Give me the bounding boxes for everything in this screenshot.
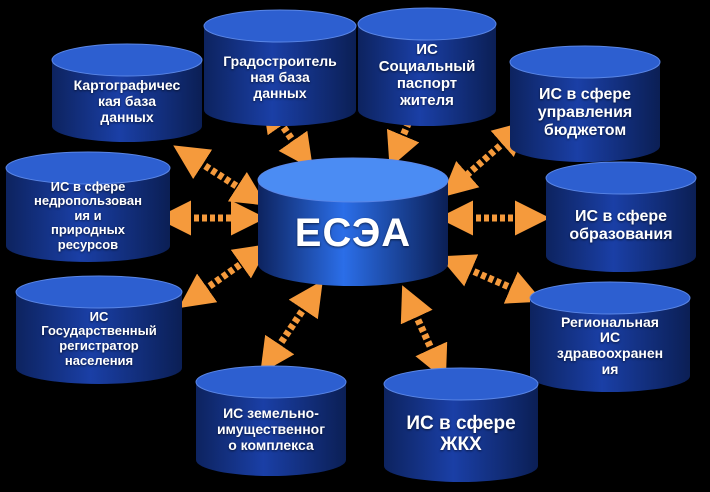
- connector-arrow-7: [178, 243, 270, 309]
- database-urban-planning: Градостроитель ная база данных: [203, 9, 357, 126]
- database-cartographic-label: Картографичес кая база данных: [73, 77, 181, 125]
- cylinder-shape: [357, 7, 497, 126]
- cylinder-shape: [51, 43, 203, 142]
- database-cartographic: Картографичес кая база данных: [51, 43, 203, 142]
- database-budget: ИС в сфере управления бюджетом: [509, 45, 661, 162]
- cylinder-shape: [195, 365, 347, 476]
- cylinder-shape: [529, 281, 691, 392]
- connector-arrow-1: [173, 145, 267, 206]
- database-education: ИС в сфере образования: [545, 161, 697, 272]
- database-housing-label: ИС в сфере ЖКХ: [406, 412, 516, 455]
- center-database: ЕСЭА: [257, 157, 449, 286]
- database-population-registrar: ИС Государственный регистратор населения: [15, 275, 183, 384]
- cylinder-shape: [509, 45, 661, 162]
- database-education-label: ИС в сфере образования: [569, 208, 673, 243]
- database-population-registrar-label: ИС Государственный регистратор населения: [41, 308, 157, 368]
- database-subsoil: ИС в сфере недропользован ия и природных…: [5, 151, 171, 262]
- database-land-property: ИС земельно- имущественног о комплекса: [195, 365, 347, 476]
- center-database-label: ЕСЭА: [294, 210, 412, 255]
- database-social-passport-label: ИС Социальный паспорт жителя: [378, 41, 476, 109]
- cylinder-shape: [383, 367, 539, 482]
- database-subsoil-label: ИС в сфере недропользован ия и природных…: [34, 178, 142, 252]
- cylinder-shape: [15, 275, 183, 384]
- cylinder-shape: [203, 9, 357, 126]
- database-land-property-label: ИС земельно- имущественног о комплекса: [216, 405, 326, 453]
- cylinder-shape: [545, 161, 697, 272]
- cylinder-shape: [257, 157, 449, 286]
- database-housing: ИС в сфере ЖКХ: [383, 367, 539, 482]
- database-urban-planning-label: Градостроитель ная база данных: [223, 53, 337, 101]
- database-healthcare-label: Региональная ИС здравоохранен ия: [556, 313, 664, 377]
- connector-arrow-9: [260, 280, 323, 374]
- cylinder-shape: [5, 151, 171, 262]
- connector-arrow-4: [441, 120, 529, 198]
- connector-arrow-10: [400, 285, 448, 381]
- database-healthcare: Региональная ИС здравоохранен ия: [529, 281, 691, 392]
- connector-arrow-8: [439, 254, 543, 304]
- database-budget-label: ИС в сфере управления бюджетом: [537, 86, 633, 139]
- database-social-passport: ИС Социальный паспорт жителя: [357, 7, 497, 126]
